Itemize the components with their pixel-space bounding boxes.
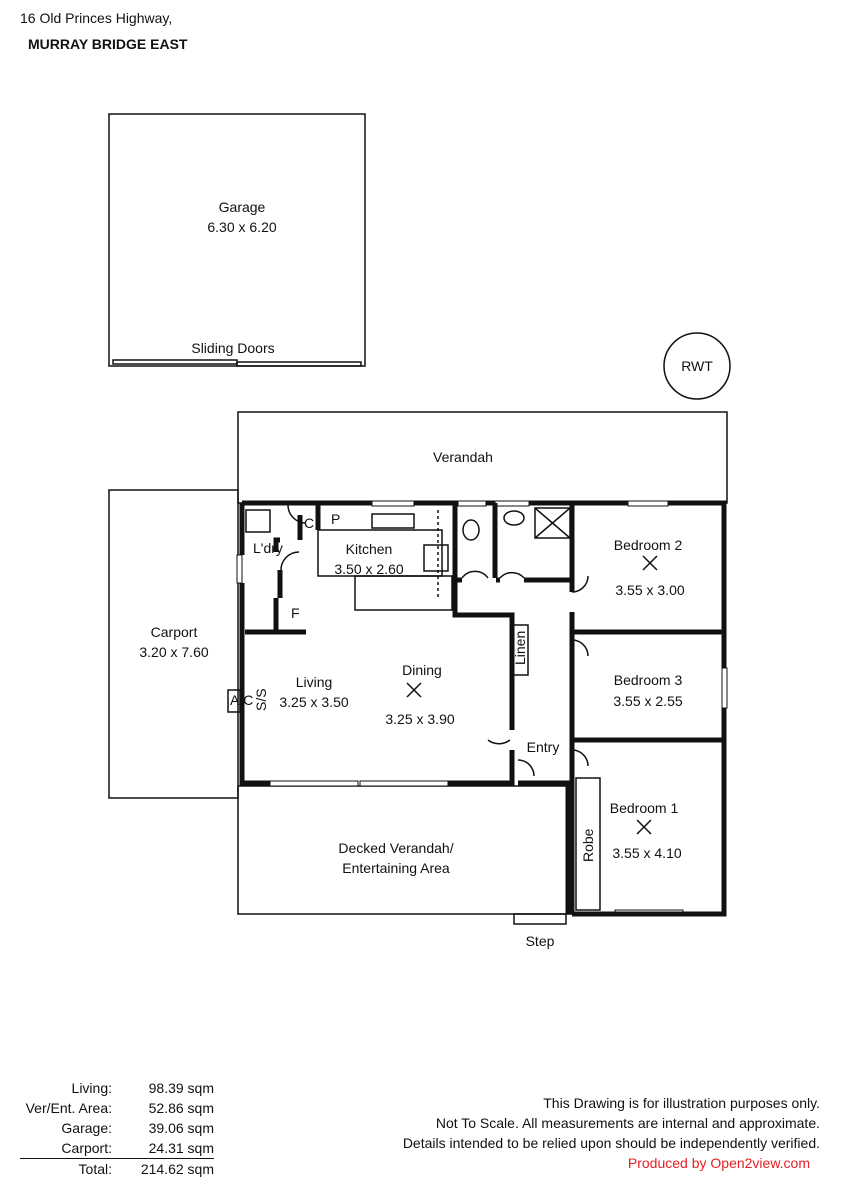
disclaimer-line: This Drawing is for illustration purpose… — [543, 1095, 820, 1111]
area-label: Carport: — [61, 1140, 112, 1156]
ac-label: A/C — [230, 692, 253, 708]
area-row: Garage: 39.06 sqm — [14, 1118, 214, 1138]
area-value: 52.86 sqm — [148, 1100, 214, 1116]
sliding-door-right — [236, 361, 362, 367]
ceiling-fans — [406, 555, 658, 835]
total-label: Total: — [78, 1161, 112, 1177]
bedroom2-label: Bedroom 2 — [614, 537, 683, 553]
walls — [239, 500, 727, 917]
sliding-door-left — [112, 359, 238, 365]
address-suburb: MURRAY BRIDGE EAST — [28, 36, 188, 52]
total-row: Total: 214.62 sqm — [20, 1158, 214, 1179]
bedroom2-size: 3.55 x 3.00 — [615, 582, 684, 598]
area-value: 39.06 sqm — [148, 1120, 214, 1136]
area-row: Carport: 24.31 sqm — [14, 1138, 214, 1158]
kitchen-label: Kitchen — [346, 541, 393, 557]
thin-outlines — [108, 113, 731, 925]
credit-link[interactable]: Produced by Open2view.com — [627, 1155, 810, 1171]
cupboard-label: C — [304, 515, 314, 531]
basin — [503, 510, 525, 526]
garage-size: 6.30 x 6.20 — [207, 219, 276, 235]
ss-label: S/S — [253, 688, 269, 711]
area-summary: Living: 98.39 sqm Ver/Ent. Area: 52.86 sqm… — [14, 1078, 214, 1179]
entry-label: Entry — [527, 739, 560, 755]
area-row: Living: 98.39 sqm — [14, 1078, 214, 1098]
carport-outline — [108, 489, 239, 799]
laundry-label: L'dry — [253, 540, 283, 556]
toilet — [462, 519, 480, 541]
carport-size: 3.20 x 7.60 — [139, 644, 208, 660]
decked-verandah-label: Decked Verandah/ — [338, 840, 453, 856]
decked-verandah-label-2: Entertaining Area — [342, 860, 450, 876]
disclaimer-line: Details intended to be relied upon shoul… — [402, 1135, 820, 1151]
bedroom3-label: Bedroom 3 — [614, 672, 683, 688]
robe-label: Robe — [580, 828, 596, 862]
area-value: 98.39 sqm — [148, 1080, 214, 1096]
total-value: 214.62 sqm — [140, 1161, 214, 1177]
garage-label: Garage — [219, 199, 266, 215]
step-outline — [513, 913, 567, 925]
pantry-label: P — [331, 511, 340, 527]
carport-label: Carport — [151, 624, 198, 640]
disclaimer-line: Not To Scale. All measurements are inter… — [435, 1115, 820, 1131]
area-value: 24.31 sqm — [148, 1140, 214, 1156]
kitchen-sink — [371, 513, 415, 529]
living-label: Living — [296, 674, 333, 690]
bedroom3-size: 3.55 x 2.55 — [613, 693, 682, 709]
cooktop — [423, 544, 449, 572]
kitchen-size: 3.50 x 2.60 — [334, 561, 403, 577]
dining-size: 3.25 x 3.90 — [385, 711, 454, 727]
bedroom1-label: Bedroom 1 — [610, 800, 679, 816]
kitchen-island — [354, 575, 453, 611]
area-label: Living: — [71, 1080, 112, 1096]
area-label: Garage: — [61, 1120, 112, 1136]
bedroom1-size: 3.55 x 4.10 — [612, 845, 681, 861]
fridge-label: F — [291, 605, 300, 621]
garage-outline — [108, 113, 366, 367]
rwt-label: RWT — [681, 358, 713, 374]
living-size: 3.25 x 3.50 — [279, 694, 348, 710]
laundry-tub — [245, 509, 271, 533]
linen-label: Linen — [512, 631, 528, 665]
dining-label: Dining — [402, 662, 442, 678]
verandah-label: Verandah — [433, 449, 493, 465]
step-label: Step — [526, 933, 555, 949]
robe — [575, 777, 601, 911]
door-swings — [280, 504, 589, 777]
disclaimer: This Drawing is for illustration purpose… — [403, 1093, 820, 1173]
area-label: Ver/Ent. Area: — [25, 1100, 112, 1116]
sliding-doors-label: Sliding Doors — [191, 340, 274, 356]
area-row: Ver/Ent. Area: 52.86 sqm — [14, 1098, 214, 1118]
rwt-tank — [663, 332, 731, 400]
address-line-1: 16 Old Princes Highway, — [20, 10, 173, 26]
